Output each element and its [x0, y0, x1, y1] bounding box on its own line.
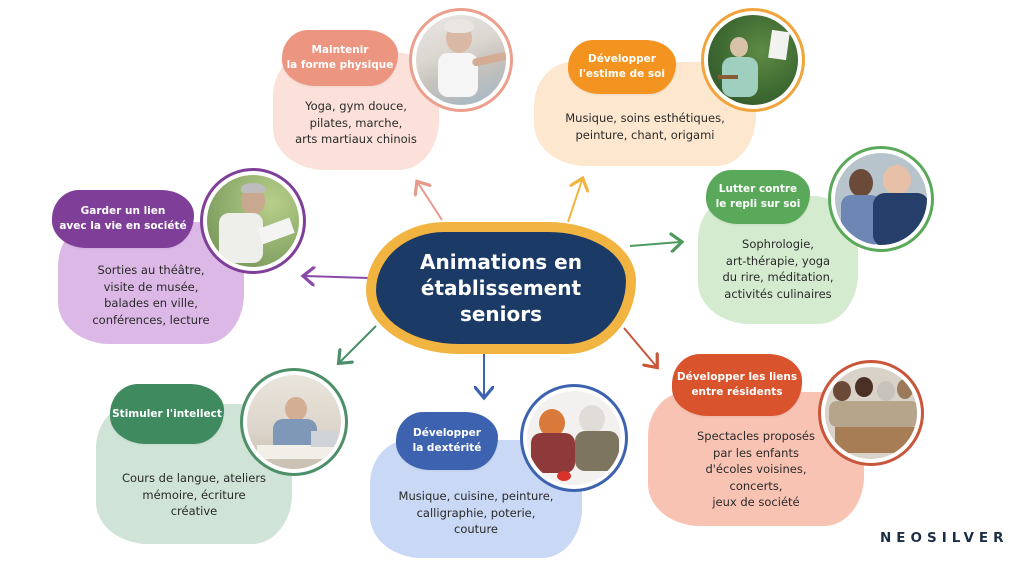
- node-heading: Développer la dextérité: [396, 412, 498, 470]
- central-title: Animations en établissement seniors: [420, 250, 582, 326]
- photo-senior-couple-cooking: [520, 384, 628, 492]
- node-heading: Développer les liens entre résidents: [672, 354, 802, 416]
- arrow-vie-en-societe: [305, 276, 369, 278]
- node-heading: Lutter contre le repli sur soi: [706, 170, 810, 224]
- node-heading: Stimuler l'intellect: [110, 384, 224, 444]
- arrow-estime-de-soi: [567, 180, 582, 223]
- photo-two-senior-men-laughing: [828, 146, 934, 252]
- photo-senior-man-at-laptop: [240, 368, 348, 476]
- node-activities: Cours de langue, ateliers mémoire, écrit…: [121, 471, 267, 518]
- photo-senior-man-reading: [200, 168, 306, 274]
- node-heading: Maintenir la forme physique: [282, 30, 398, 86]
- arrow-repli-sur-soi: [629, 242, 680, 246]
- arrow-liens-residents: [623, 327, 656, 366]
- node-activities: Spectacles proposés par les enfants d'éc…: [697, 429, 815, 509]
- photo-senior-woman-painting: [701, 8, 805, 112]
- central-node: Animations en établissement seniors: [376, 232, 626, 344]
- node-activities: Musique, soins esthétiques, peinture, ch…: [565, 111, 725, 142]
- node-activities: Sorties au théâtre, visite de musée, bal…: [92, 263, 210, 327]
- node-heading: Garder un lien avec la vie en société: [52, 190, 194, 248]
- node-activities: Yoga, gym douce, pilates, marche, arts m…: [295, 99, 417, 146]
- node-activities: Musique, cuisine, peinture, calligraphie…: [398, 489, 554, 536]
- photo-family-playing-board-game: [818, 360, 924, 466]
- neosilver-logo: NEOSILVER: [880, 530, 1009, 546]
- node-activities: Sophrologie, art-thérapie, yoga du rire,…: [722, 237, 834, 301]
- arrow-forme-physique: [418, 183, 443, 221]
- node-heading: Développer l'estime de soi: [568, 40, 676, 94]
- photo-senior-woman-exercising: [409, 8, 513, 112]
- arrow-intellect: [340, 325, 377, 362]
